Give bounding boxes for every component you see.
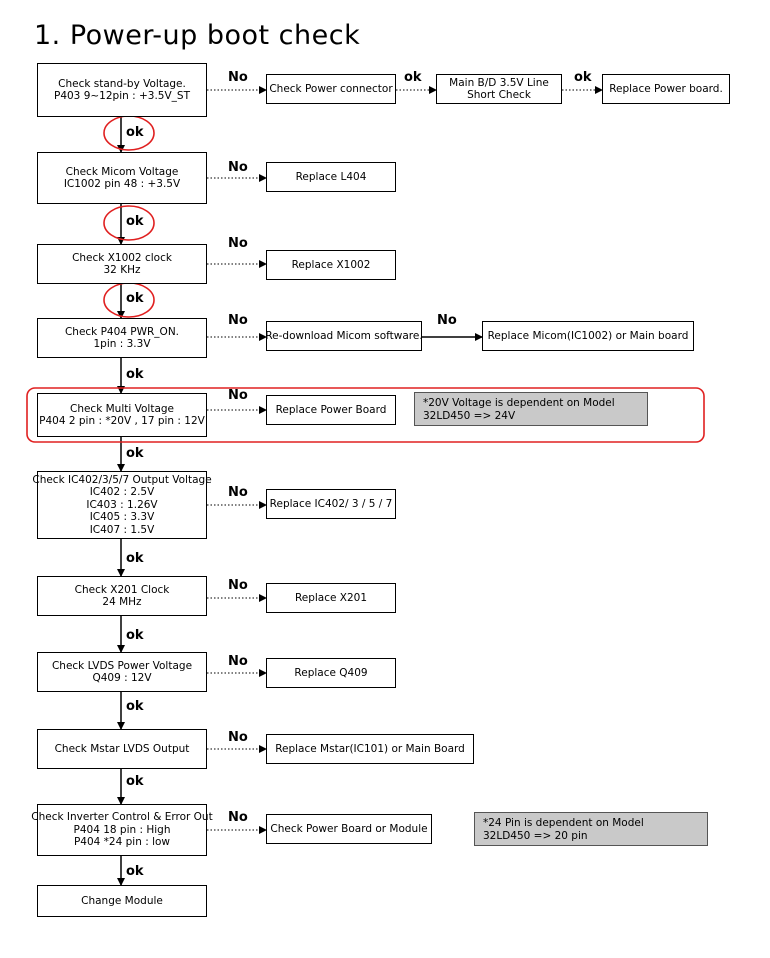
chain-ok-label-2: ok <box>574 70 592 85</box>
action-box-6-line-1: Re-download Micom software. <box>265 329 423 342</box>
action-box-1-line-1: Check Power connector <box>269 82 393 95</box>
step-box-2-line-1: Check Micom Voltage <box>65 165 179 178</box>
action-box-5-line-1: Replace X1002 <box>291 258 371 271</box>
step-box-6-line-5: IC407 : 1.5V <box>89 523 155 536</box>
highlight-circle-2 <box>103 205 155 241</box>
action-box-4: Replace L404 <box>266 162 396 192</box>
step-box-9-line-1: Check Mstar LVDS Output <box>54 742 190 755</box>
no-label-7: No <box>228 578 248 593</box>
step-box-1-line-2: P403 9~12pin : +3.5V_ST <box>53 90 190 102</box>
step-box-8-line-1: Check LVDS Power Voltage <box>51 659 193 672</box>
model-note-2-line-1: *24 Pin is dependent on Model <box>483 817 644 829</box>
ok-label-8: ok <box>126 699 144 714</box>
step-box-3-line-2: 32 KHz <box>103 264 141 276</box>
ok-label-4: ok <box>126 367 144 382</box>
step-box-10-line-1: Check Inverter Control & Error Out <box>31 811 213 824</box>
ok-label-7: ok <box>126 628 144 643</box>
step-box-6-line-3: IC403 : 1.26V <box>86 498 158 511</box>
chain-ok-label-1: ok <box>404 70 422 85</box>
action-box-7: Replace Micom(IC1002) or Main board <box>482 321 694 351</box>
action-box-3-line-1: Replace Power board. <box>609 82 723 95</box>
step-box-4-line-1: Check P404 PWR_ON. <box>64 325 180 338</box>
step-box-5-line-2: P404 2 pin : *20V , 17 pin : 12V <box>39 415 205 427</box>
action-box-9: Replace IC402/ 3 / 5 / 7 <box>266 489 396 519</box>
action-box-5: Replace X1002 <box>266 250 396 280</box>
step-box-10-line-3: P404 *24 pin : low <box>73 836 171 849</box>
step-box-11-line-1: Change Module <box>81 894 163 907</box>
step-box-6-line-4: IC405 : 3.3V <box>89 511 155 524</box>
step-box-10-line-2: P404 18 pin : High <box>73 823 171 836</box>
action-box-12-line-1: Replace Mstar(IC101) or Main Board <box>275 742 465 755</box>
ok-label-3: ok <box>126 291 144 306</box>
no-label-9: No <box>228 730 248 745</box>
step-box-7-line-2: 24 MHz <box>102 596 142 608</box>
model-note-1-line-2: 32LD450 => 24V <box>423 409 516 422</box>
highlight-frame <box>26 387 705 443</box>
no-label-10: No <box>228 810 248 825</box>
model-note-1-line-1: *20V Voltage is dependent on Model <box>423 397 615 409</box>
ok-label-10: ok <box>126 864 144 879</box>
action-box-8-line-1: Replace Power Board <box>275 403 387 416</box>
no-label-1: No <box>228 70 248 85</box>
model-note-2-line-2: 32LD450 => 20 pin <box>483 829 588 842</box>
ok-label-6: ok <box>126 551 144 566</box>
step-box-6-line-1: Check IC402/3/5/7 Output Voltage <box>32 473 212 486</box>
action-box-13: Check Power Board or Module <box>266 814 432 844</box>
no-label-2: No <box>228 160 248 175</box>
action-box-1: Check Power connector <box>266 74 396 104</box>
step-box-8-line-2: Q409 : 12V <box>92 672 152 684</box>
action-box-13-line-1: Check Power Board or Module <box>270 822 428 835</box>
action-box-3: Replace Power board. <box>602 74 730 104</box>
step-box-1: Check stand-by Voltage.P403 9~12pin : +3… <box>37 63 207 117</box>
no-label-4: No <box>228 313 248 328</box>
step-box-5-line-1: Check Multi Voltage <box>69 402 175 415</box>
action-box-7-line-1: Replace Micom(IC1002) or Main board <box>487 329 689 342</box>
no-label-5: No <box>228 388 248 403</box>
no-label-11: No <box>437 313 457 328</box>
ok-label-1: ok <box>126 125 144 140</box>
action-box-11-line-1: Replace Q409 <box>294 666 368 679</box>
step-box-9: Check Mstar LVDS Output <box>37 729 207 769</box>
action-box-12: Replace Mstar(IC101) or Main Board <box>266 734 474 764</box>
ok-label-2: ok <box>126 214 144 229</box>
ok-label-9: ok <box>126 774 144 789</box>
step-box-11: Change Module <box>37 885 207 917</box>
page-title: 1. Power-up boot check <box>34 20 361 51</box>
action-box-2-line-1: Main B/D 3.5V Line <box>449 76 549 89</box>
action-box-2-line-2: Short Check <box>467 89 531 101</box>
action-box-10: Replace X201 <box>266 583 396 613</box>
action-box-11: Replace Q409 <box>266 658 396 688</box>
step-box-6-line-2: IC402 : 2.5V <box>89 486 155 499</box>
no-label-3: No <box>228 236 248 251</box>
step-box-1-line-1: Check stand-by Voltage. <box>58 77 186 90</box>
action-box-8: Replace Power Board <box>266 395 396 425</box>
step-box-2-line-2: IC1002 pin 48 : +3.5V <box>63 178 181 190</box>
step-box-3-line-1: Check X1002 clock <box>72 251 172 264</box>
step-box-7-line-1: Check X201 Clock <box>74 583 170 596</box>
no-label-6: No <box>228 485 248 500</box>
ok-label-5: ok <box>126 446 144 461</box>
step-box-4: Check P404 PWR_ON.1pin : 3.3V <box>37 318 207 358</box>
step-box-4-line-2: 1pin : 3.3V <box>93 338 151 350</box>
action-box-9-line-1: Replace IC402/ 3 / 5 / 7 <box>269 497 393 510</box>
action-box-4-line-1: Replace L404 <box>295 170 367 183</box>
action-box-10-line-1: Replace X201 <box>294 591 368 604</box>
no-label-8: No <box>228 654 248 669</box>
action-box-6: Re-download Micom software. <box>265 321 423 351</box>
